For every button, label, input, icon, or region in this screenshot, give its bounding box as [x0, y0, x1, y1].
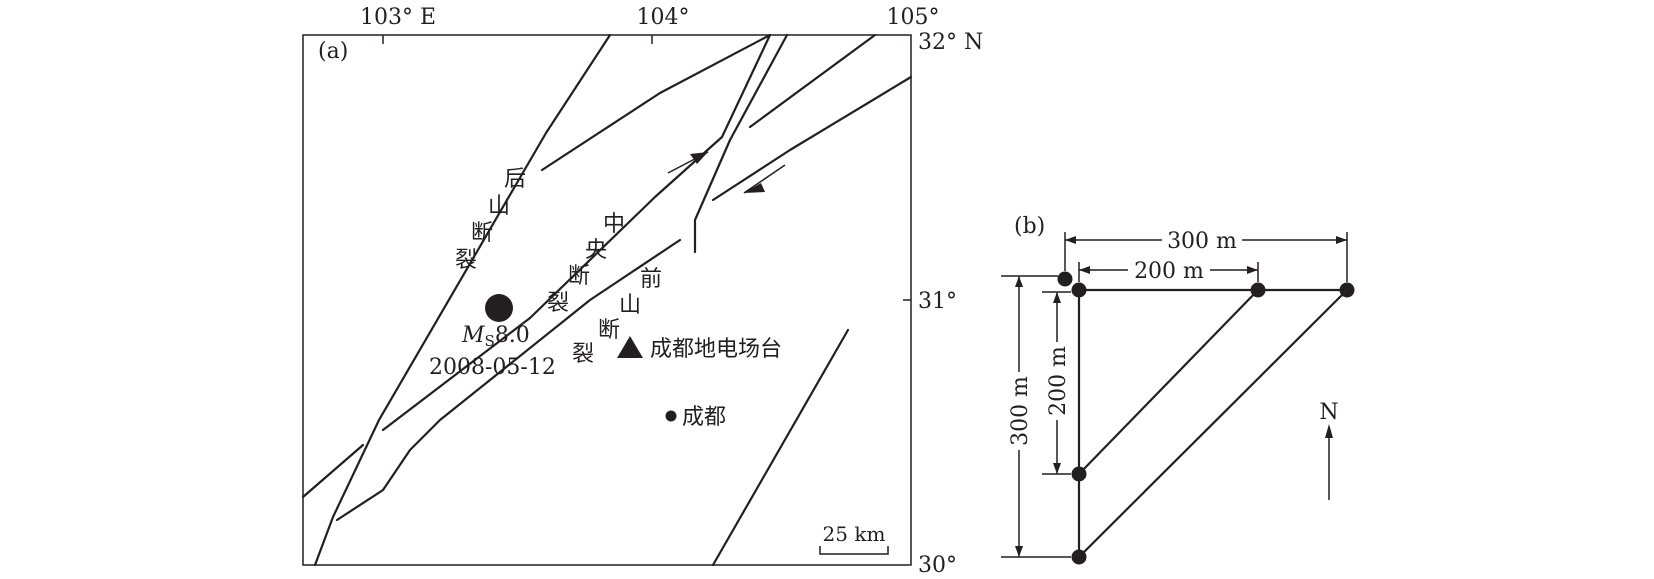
zhongyang-char-3: 断: [568, 264, 590, 289]
panel-b-label: (b): [1014, 214, 1045, 239]
fault-branch-4: [711, 75, 913, 202]
lat-label-31: 31°: [918, 289, 957, 314]
electrode-reference: [1057, 271, 1073, 287]
zhongyang-char-2: 央: [585, 238, 607, 263]
qianshan-char-1: 前: [640, 267, 662, 292]
lon-label-103: 103° E: [360, 5, 436, 30]
fault-labels: 后 山 断 裂 中 央 断 裂 前 山 断 裂: [455, 167, 662, 367]
qianshan-char-3: 断: [598, 318, 620, 343]
panel-a-label: (a): [318, 39, 348, 64]
dim-300-top-arrow-left: [1065, 236, 1076, 244]
slip-arrow-line-2: [743, 164, 786, 194]
station-marker: [617, 336, 643, 358]
electrode-east-300: [1339, 282, 1355, 298]
epicenter-marker: [485, 294, 513, 322]
city-label: 成都: [682, 405, 726, 430]
qianshan-char-4: 裂: [572, 342, 594, 367]
dim-300-top-label: 300 m: [1167, 229, 1237, 254]
fault-lines: [301, 33, 913, 567]
houshan-char-3: 断: [471, 221, 493, 246]
houshan-char-1: 后: [504, 167, 526, 192]
electrode-south-300: [1071, 549, 1087, 565]
magnitude-prefix: M: [461, 323, 485, 348]
magnitude-label: MS8.0: [461, 323, 530, 350]
panel-b: (b) 300 m: [1001, 214, 1355, 565]
north-label: N: [1319, 400, 1338, 425]
fault-zhongyang: [381, 33, 772, 432]
north-arrow-head: [1325, 424, 1333, 438]
line-diagonal-300: [1077, 288, 1349, 559]
slip-arrowhead-1: [690, 152, 708, 164]
zhongyang-char-4: 裂: [547, 291, 569, 316]
dim-200-top-arrow-left: [1079, 266, 1090, 274]
dimension-extension-lines: [1001, 232, 1348, 558]
electrode-south-200: [1071, 466, 1087, 482]
scale-label: 25 km: [823, 522, 886, 546]
dim-300-left-arrow-bottom: [1015, 546, 1023, 557]
lat-label-30: 30°: [918, 553, 957, 578]
fault-branch-1: [540, 33, 772, 172]
dim-300-top-arrow-right: [1336, 236, 1347, 244]
lat-label-32: 32° N: [918, 30, 983, 55]
zhongyang-char-1: 中: [603, 212, 625, 237]
slip-arrows: [667, 151, 786, 194]
slip-arrowhead-2: [744, 183, 765, 193]
lon-label-104: 104°: [637, 5, 690, 30]
panel-a: (a) 103° E 104° 105° 32° N 31° 30°: [301, 5, 983, 578]
dim-300-left-label: 300 m: [1008, 376, 1033, 446]
magnitude-subscript: S: [485, 332, 495, 350]
scale-bar: [819, 546, 889, 555]
lon-label-105: 105°: [887, 5, 940, 30]
dim-200-top-arrow-right: [1247, 266, 1258, 274]
fault-qianshan: [335, 238, 682, 522]
fault-west-short: [301, 443, 365, 499]
earthquake-date: 2008-05-12: [429, 355, 556, 380]
fault-southeast: [711, 328, 850, 567]
dim-200-left-arrow-bottom: [1053, 463, 1061, 474]
map-frame: [302, 34, 912, 566]
line-diagonal-200: [1077, 288, 1260, 476]
fault-branch-3: [748, 33, 877, 129]
electrode-origin: [1071, 282, 1087, 298]
city-marker: [665, 410, 677, 422]
dim-200-left-arrow-top: [1053, 292, 1061, 303]
fault-branch-2: [693, 33, 789, 254]
dim-200-left-label: 200 m: [1046, 346, 1071, 416]
station-label: 成都地电场台: [650, 337, 782, 362]
dim-200-top-label: 200 m: [1134, 259, 1204, 284]
houshan-char-4: 裂: [455, 248, 477, 273]
qianshan-char-2: 山: [619, 293, 641, 318]
houshan-char-2: 山: [488, 194, 510, 219]
fault-houshan: [313, 33, 612, 567]
magnitude-value: 8.0: [495, 323, 530, 348]
dim-300-left-arrow-top: [1015, 276, 1023, 287]
electrode-east-200: [1250, 282, 1266, 298]
